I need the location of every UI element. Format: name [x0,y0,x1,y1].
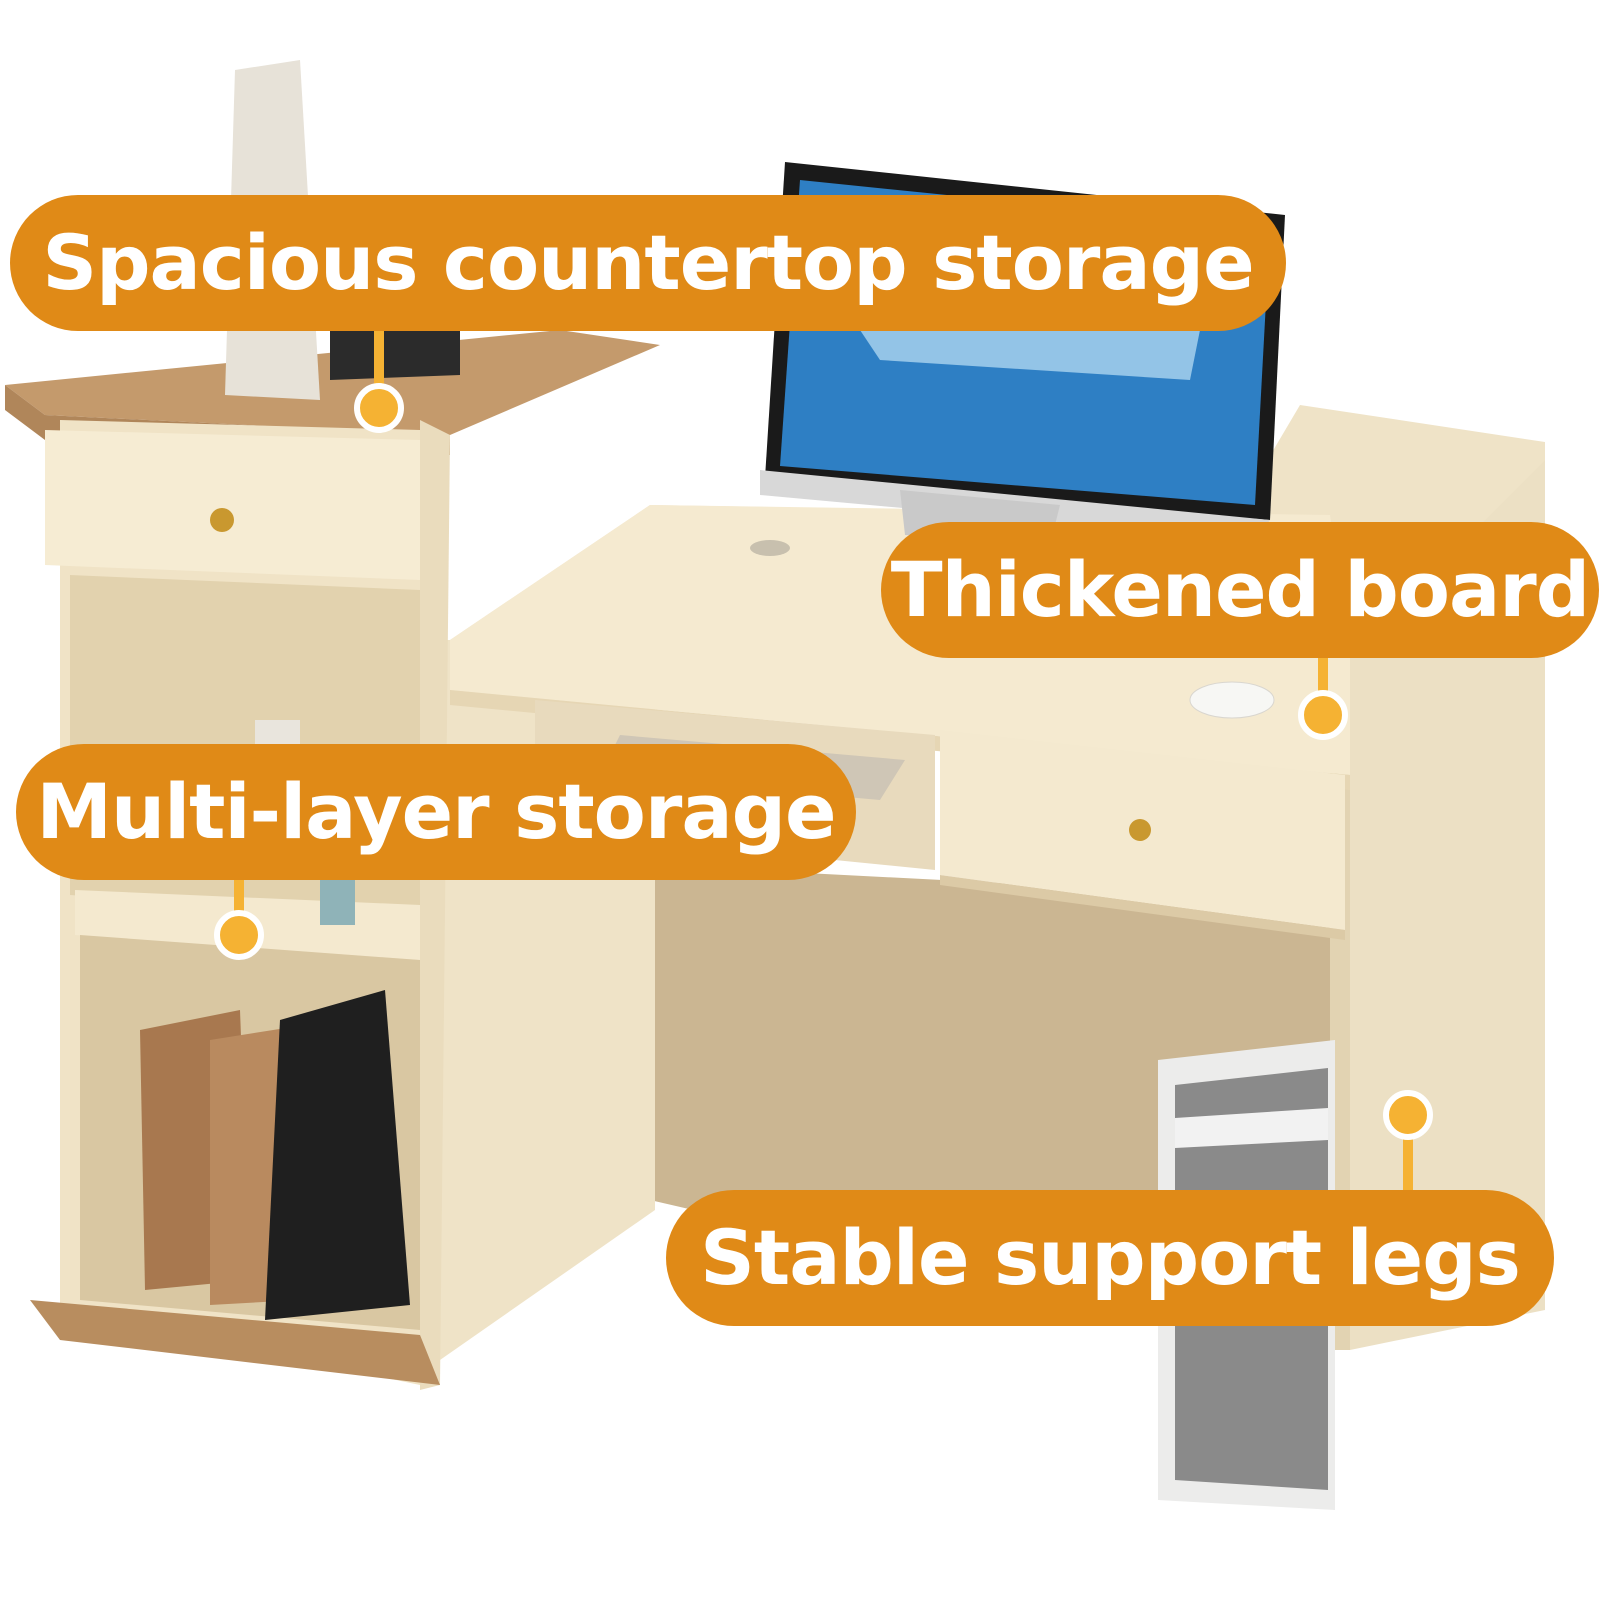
shopping-bag [265,990,410,1320]
callout-stable-support-legs: Stable support legs [666,1190,1554,1326]
callout-label: Thickened board [890,545,1590,634]
left-drawer-knob [210,508,234,532]
left-drawer [45,430,420,580]
left-cabinet-top [5,330,660,435]
drawer-knob [1129,819,1151,841]
mouse [1189,681,1275,719]
callout-thickened-board: Thickened board [881,522,1599,658]
left-cabinet-base [30,1300,440,1385]
callout-label: Stable support legs [700,1213,1521,1302]
callout-pin [214,910,264,960]
left-cabinet-side [420,420,450,1390]
shelf-bottle [320,880,355,925]
callout-pin [1298,690,1348,740]
callout-pin [1383,1090,1433,1140]
callout-multi-layer-storage: Multi-layer storage [16,744,856,880]
callout-label: Spacious countertop storage [42,218,1254,307]
gift-box [330,325,460,380]
callout-pin [354,383,404,433]
cable-grommet [750,540,790,556]
callout-stem [1318,645,1328,715]
callout-label: Multi-layer storage [36,767,836,856]
callout-stem [234,870,244,935]
callout-stem [374,320,384,410]
callout-stem [1403,1115,1413,1200]
callout-countertop-storage: Spacious countertop storage [10,195,1286,331]
